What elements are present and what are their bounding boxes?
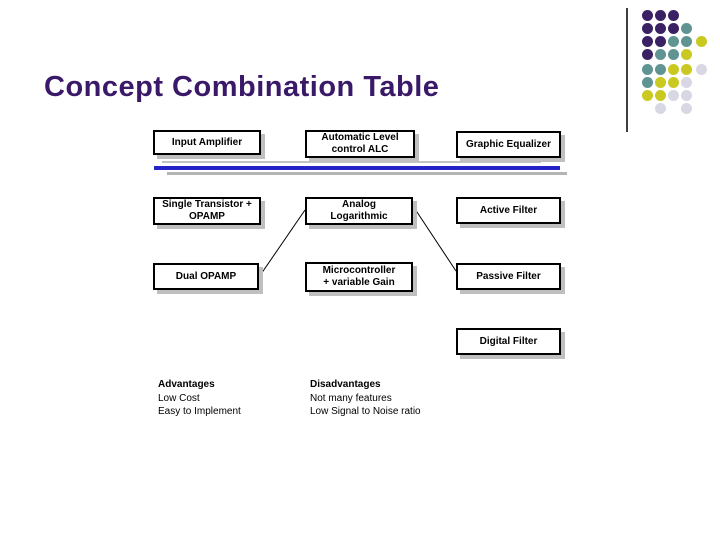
decor-dot — [667, 35, 679, 47]
decor-dot — [680, 63, 692, 75]
decor-dot — [654, 22, 666, 34]
decor-vertical-line — [626, 8, 628, 132]
divider-line — [154, 166, 560, 170]
decor-dot — [641, 35, 653, 47]
disadvantages-block: Disadvantages Not many features Low Sign… — [310, 378, 421, 419]
decor-dot — [641, 48, 653, 60]
decor-dot — [667, 89, 679, 101]
decor-dot — [667, 22, 679, 34]
decor-dot — [680, 35, 692, 47]
advantages-title: Advantages — [158, 379, 215, 390]
connector-analog-to-dual-opamp — [258, 209, 306, 278]
connector-analog-to-passive-filter — [412, 205, 457, 272]
decor-dot — [641, 22, 653, 34]
slide-title: Concept Combination Table — [44, 71, 440, 103]
decor-dot — [667, 76, 679, 88]
advantages-block: Advantages Low Cost Easy to Implement — [158, 378, 241, 419]
decor-dot — [654, 89, 666, 101]
advantages-item: Easy to Implement — [158, 406, 241, 417]
box-automatic-level-control: Automatic Level control ALC — [305, 130, 415, 158]
decor-dot — [680, 76, 692, 88]
decor-dot — [680, 48, 692, 60]
decor-dot — [695, 35, 707, 47]
decor-dot — [654, 35, 666, 47]
disadvantages-item: Not many features — [310, 392, 392, 404]
box-analog-logarithmic: Analog Logarithmic — [305, 197, 413, 225]
box-graphic-equalizer: Graphic Equalizer — [456, 131, 561, 158]
disadvantages-item: Low Signal to Noise ratio — [310, 406, 421, 417]
box-microcontroller-variable-gain: Microcontroller + variable Gain — [305, 262, 413, 292]
decor-dot — [654, 102, 666, 114]
box-single-transistor-opamp: Single Transistor + OPAMP — [153, 197, 261, 225]
decor-dot — [641, 9, 653, 21]
decor-dot — [641, 63, 653, 75]
decor-dot — [641, 76, 653, 88]
decor-dot — [641, 89, 653, 101]
decor-dot — [667, 9, 679, 21]
decor-dot — [680, 102, 692, 114]
disadvantages-title: Disadvantages — [310, 379, 381, 390]
box-digital-filter: Digital Filter — [456, 328, 561, 355]
decor-dot — [667, 63, 679, 75]
box-input-amplifier: Input Amplifier — [153, 130, 261, 155]
decor-dot — [695, 63, 707, 75]
decor-dot — [680, 22, 692, 34]
decor-dot — [654, 48, 666, 60]
divider-shadow-top — [162, 161, 541, 163]
box-active-filter: Active Filter — [456, 197, 561, 224]
decor-dot — [654, 76, 666, 88]
decor-dot — [654, 63, 666, 75]
box-passive-filter: Passive Filter — [456, 263, 561, 290]
decor-dot — [667, 48, 679, 60]
decor-dot — [680, 89, 692, 101]
advantages-item: Low Cost — [158, 392, 200, 404]
box-dual-opamp: Dual OPAMP — [153, 263, 259, 290]
divider-shadow-bottom — [167, 172, 567, 175]
decor-dot — [654, 9, 666, 21]
